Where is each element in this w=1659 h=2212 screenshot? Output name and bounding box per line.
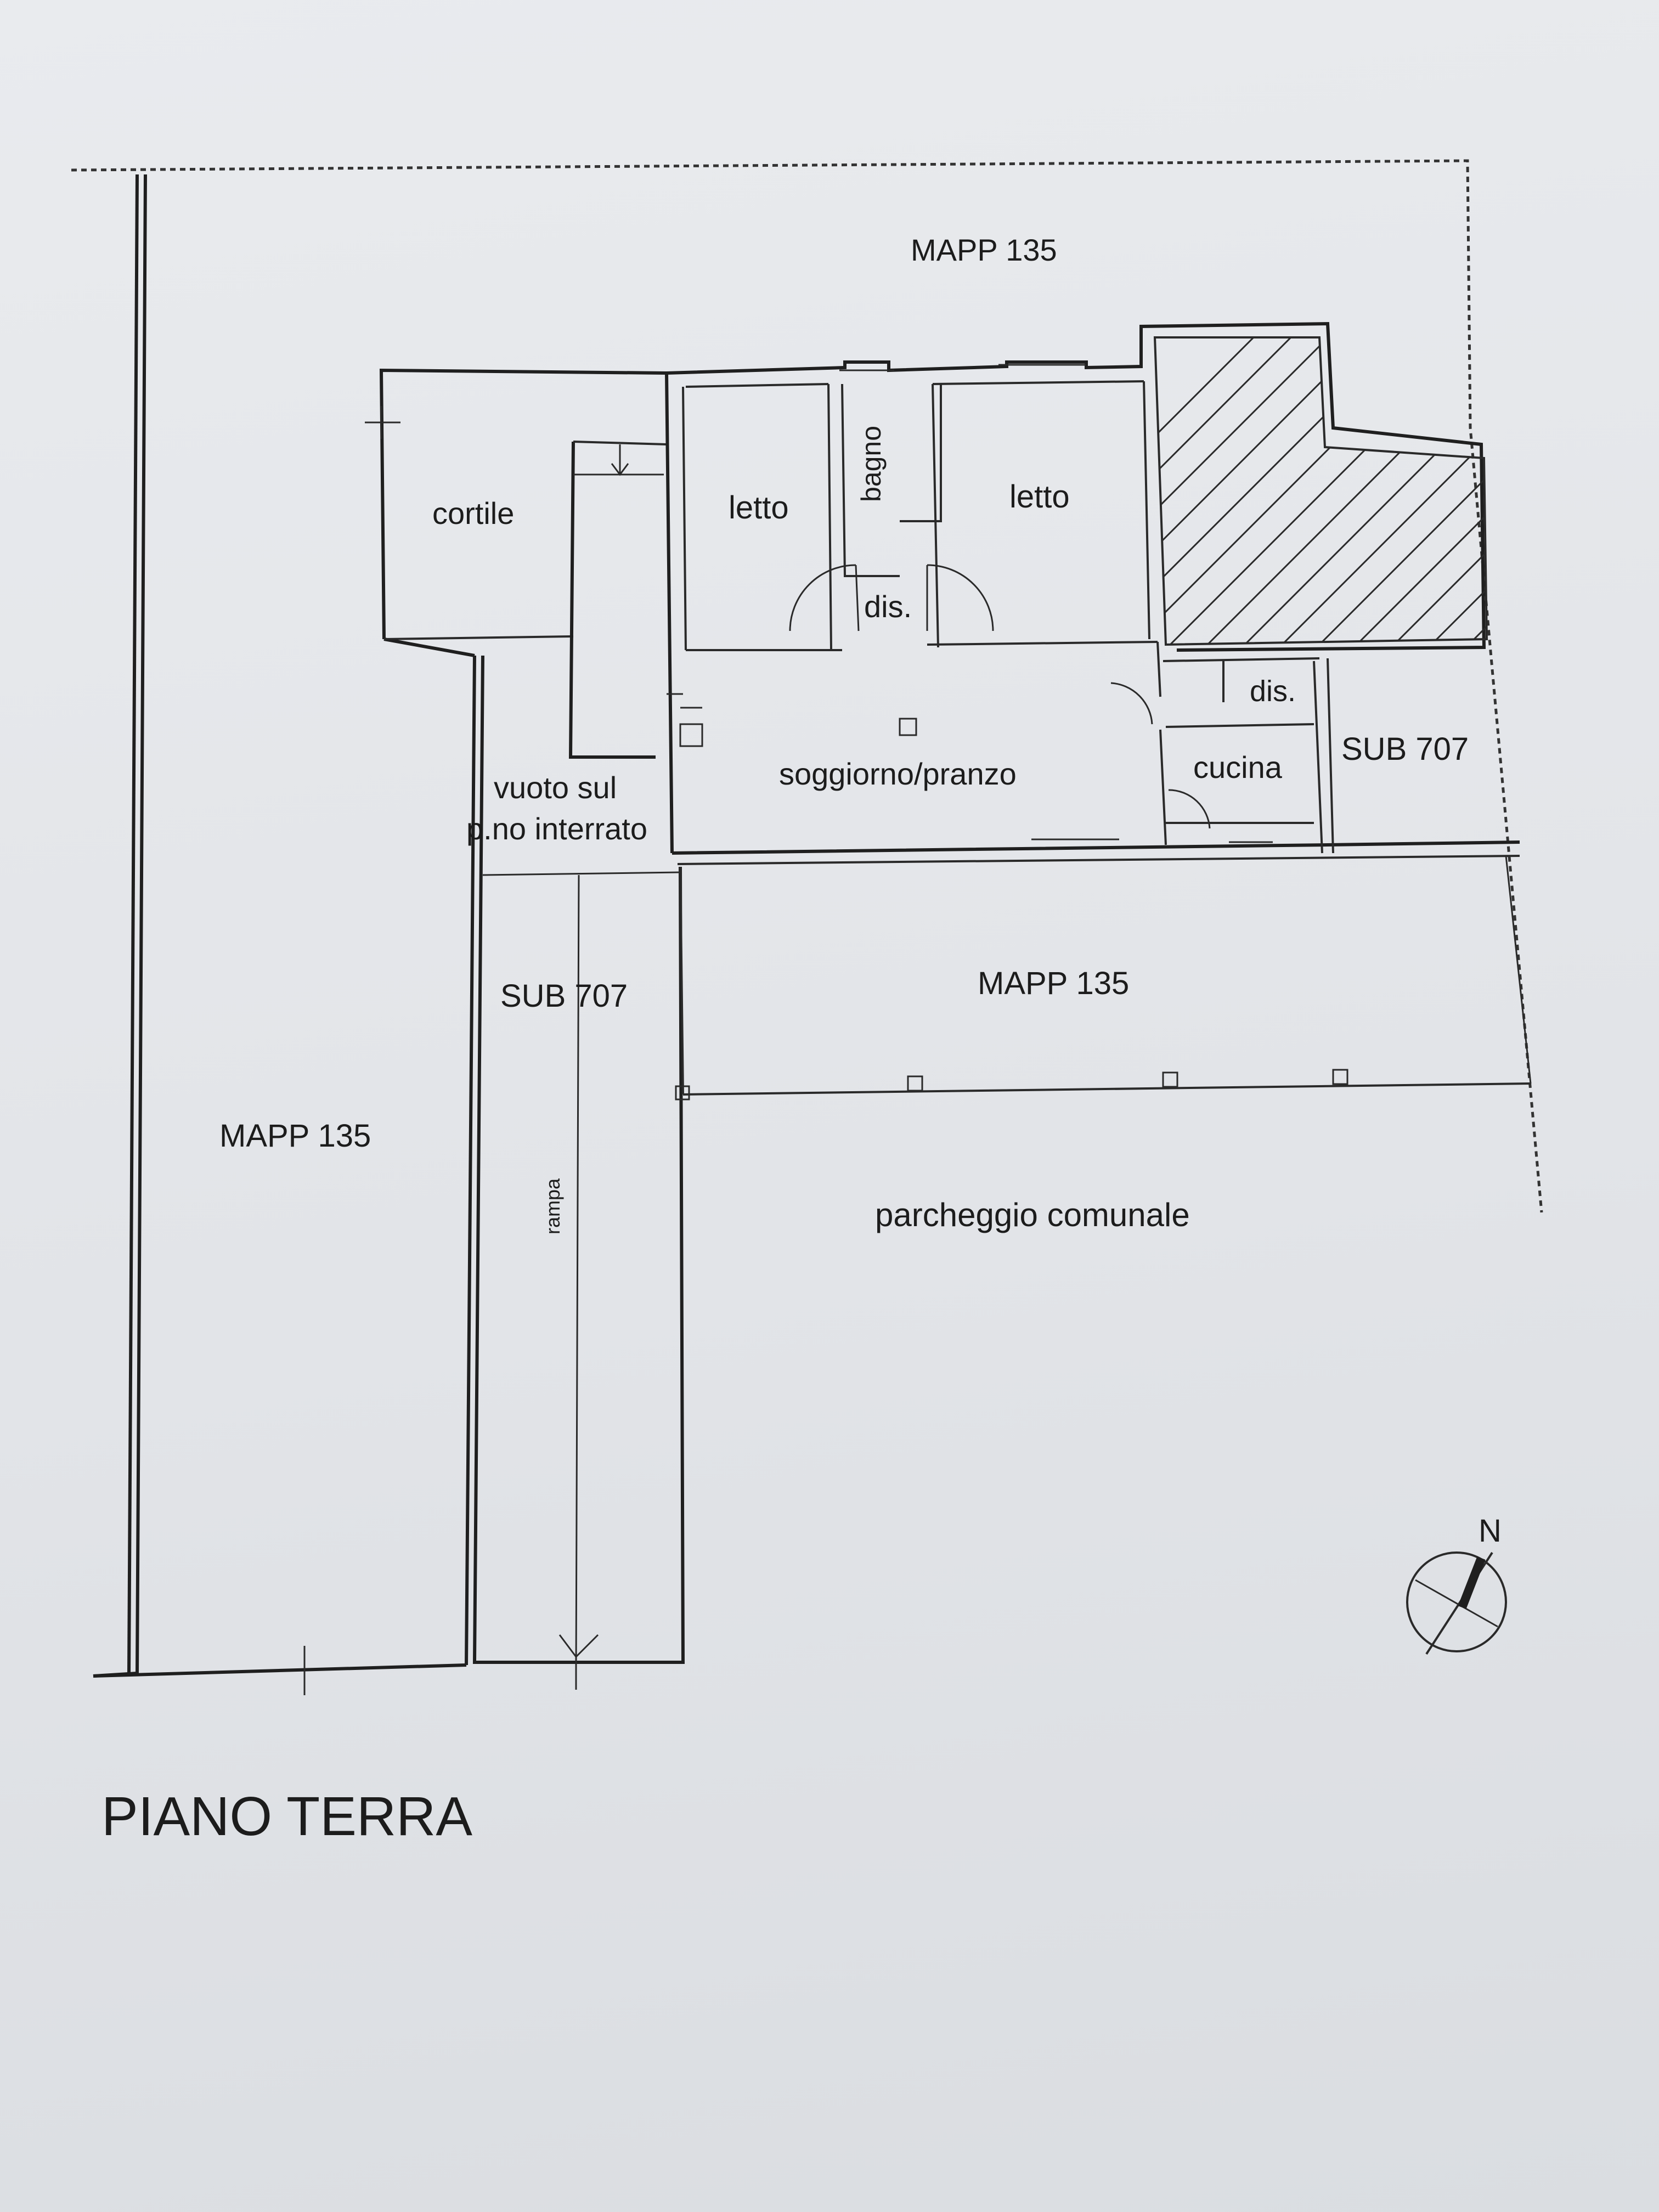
compass-north-letter: N — [1479, 1513, 1502, 1549]
hatch-line — [1305, 337, 1487, 645]
hatch-line — [1604, 307, 1659, 658]
label-dis-2: dis. — [1250, 675, 1296, 708]
hatch-line — [1230, 337, 1487, 645]
hatch-line — [1492, 307, 1659, 658]
front-yard — [675, 855, 1532, 1101]
hatch-line — [1155, 337, 1471, 645]
left-lot-outline — [93, 174, 476, 1695]
hatch-line — [1193, 337, 1487, 645]
hatch-line — [1267, 337, 1487, 645]
label-dis-1: dis. — [864, 589, 912, 624]
cortile-room — [365, 368, 667, 640]
label-sub-right: SUB 707 — [1341, 731, 1469, 767]
label-bagno: bagno — [856, 426, 887, 502]
label-mapp-left: MAPP 135 — [219, 1118, 371, 1154]
label-letto-2: letto — [1009, 479, 1070, 515]
label-mapp-mid: MAPP 135 — [978, 966, 1129, 1001]
hatch-line — [1155, 337, 1397, 645]
ramp-strip — [472, 655, 685, 1690]
label-rampa: rampa — [541, 1178, 564, 1234]
label-soggiorno: soggiorno/pranzo — [779, 757, 1017, 791]
plot-boundary-top — [71, 159, 1543, 1213]
house-walls — [665, 321, 1520, 865]
hatch-line — [1567, 307, 1659, 658]
hatch-line — [1342, 337, 1487, 645]
plan-title: PIANO TERRA — [101, 1786, 472, 1847]
hatch-line — [1530, 307, 1659, 658]
stair-shaft — [568, 441, 667, 759]
label-vuoto-1: vuoto sul — [494, 770, 617, 805]
label-mapp-top: MAPP 135 — [911, 233, 1057, 267]
hatch-line — [1155, 337, 1487, 645]
hatch-line — [1155, 337, 1359, 645]
north-compass — [1406, 1551, 1507, 1655]
hatch-line — [1155, 337, 1322, 645]
label-cortile: cortile — [432, 496, 514, 531]
label-vuoto-2: p.no interrato — [466, 811, 647, 846]
label-parcheggio: parcheggio comunale — [875, 1197, 1190, 1233]
label-letto-1: letto — [729, 490, 789, 526]
hatch-line — [1155, 337, 1285, 645]
compass-circle — [1406, 1551, 1507, 1652]
hatch-line — [1417, 337, 1487, 645]
hatch-line — [1379, 337, 1487, 645]
label-cucina: cucina — [1193, 750, 1283, 785]
label-sub-left: SUB 707 — [500, 978, 628, 1014]
hatch-line — [1155, 337, 1434, 645]
hatch-line — [1641, 307, 1659, 658]
